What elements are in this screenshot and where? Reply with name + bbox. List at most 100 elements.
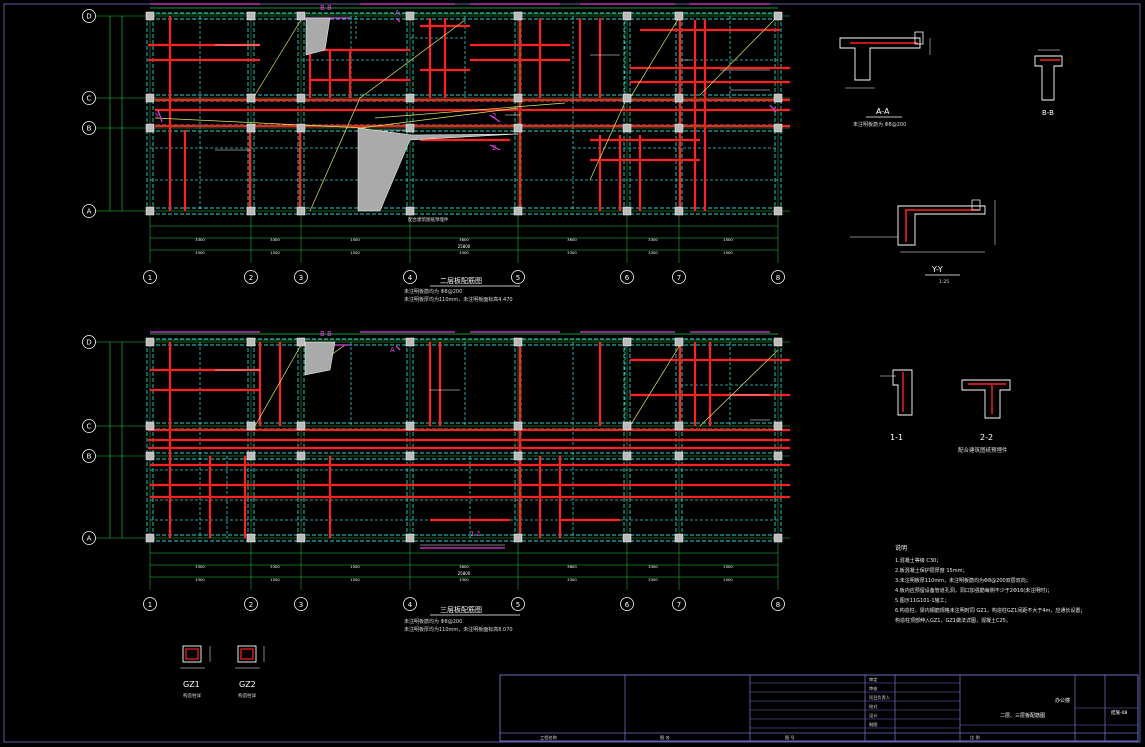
column: [145, 451, 155, 461]
dim-text: 1500: [350, 564, 360, 569]
column: [145, 11, 155, 21]
axis-number: 7: [677, 274, 681, 282]
column: [773, 533, 783, 543]
section-marker-label: Y: [771, 106, 777, 114]
dim-total: 25800: [458, 571, 471, 576]
title-block-cell-label: 比 例: [970, 734, 980, 741]
axis-letter: A: [87, 208, 92, 216]
column: [296, 337, 306, 347]
column-gz2-detail: [235, 645, 265, 669]
section-marker-label: Y: [154, 112, 160, 120]
title-block-row-label: 项目负责人: [869, 694, 891, 701]
dim-text: 1500: [350, 237, 360, 242]
title-block-bottom-cells: 工程名称图 名图 号比 例: [540, 734, 980, 741]
dim-text: 1500: [350, 250, 360, 255]
column: [674, 11, 684, 21]
axis-number: 5: [516, 601, 520, 609]
axis-letter: B: [87, 453, 92, 461]
column: [246, 123, 256, 133]
column-gz1-sub: 构造柱详: [183, 692, 201, 699]
axis-bubble: [82, 335, 96, 349]
axis-number: 3: [299, 274, 303, 282]
axis-letter: D: [86, 339, 91, 347]
dim-text: 1500: [723, 564, 733, 569]
axis-bubble: [403, 270, 417, 284]
drawing-frame: [3, 3, 1141, 743]
hatched-opening: [305, 17, 331, 56]
column: [246, 421, 256, 431]
section-marker-label: A: [390, 346, 395, 354]
column: [513, 533, 523, 543]
title-block-row-label: 校对: [869, 703, 877, 710]
leader-line: [629, 15, 681, 99]
column: [622, 93, 632, 103]
column: [773, 93, 783, 103]
dim-text: 3300: [567, 250, 577, 255]
section-2-2-note: 配合建筑图纸预埋件: [958, 446, 1008, 454]
column: [773, 206, 783, 216]
column: [296, 206, 306, 216]
note-item: 6.构造柱、梁内钢筋规格未注明时同 GZ1，构造柱GZ1间距不大于4m，应通长设…: [895, 607, 1085, 614]
axis-number: 1: [148, 274, 152, 282]
column: [674, 206, 684, 216]
axis-number: 2: [249, 274, 253, 282]
column: [296, 123, 306, 133]
plan1-note1: 未注明板筋均为 Φ8@200: [404, 288, 462, 295]
column: [773, 451, 783, 461]
axis-bubble: [244, 270, 258, 284]
notes-heading: 说明: [895, 544, 907, 552]
column: [405, 451, 415, 461]
dim-text: 3300: [459, 250, 469, 255]
dim-text: 1500: [723, 577, 733, 582]
section-mark: [489, 114, 501, 123]
section-a-a-detail: [839, 31, 931, 89]
axis-number: 7: [677, 601, 681, 609]
dim-text: 3600: [459, 564, 469, 569]
title-block-project: 办公楼: [1055, 697, 1070, 704]
column: [145, 123, 155, 133]
column-gz1-label: GZ1: [183, 680, 200, 689]
notes-list: 1.混凝土等级 C30；2.板混凝土保护层厚度 15mm；3.未注明板厚110m…: [895, 557, 1085, 624]
axis-letter: A: [87, 535, 92, 543]
column-gz2-sub: 构造柱详: [238, 692, 256, 699]
column: [405, 206, 415, 216]
axis-number: 8: [776, 274, 780, 282]
column-gz1-detail: [180, 645, 211, 669]
column: [622, 451, 632, 461]
leader-line: [629, 344, 681, 427]
note-item: 构造柱顶部伸入GZ1，GZ1做法详图，混凝土C25。: [895, 617, 1011, 624]
axis-number: 3: [299, 601, 303, 609]
axis-letter: C: [87, 423, 92, 431]
note-item: 3.未注明板厚110mm，未注明板筋均为Φ8@200双层双向；: [895, 577, 1031, 584]
axis-bubble: [143, 597, 157, 611]
dim-total: 25800: [458, 244, 471, 249]
leader-line: [254, 344, 302, 427]
column: [296, 93, 306, 103]
axis-bubble: [771, 597, 785, 611]
column: [674, 451, 684, 461]
column: [296, 533, 306, 543]
column: [674, 123, 684, 133]
axis-letter: C: [87, 95, 92, 103]
plan1-tag: 配合建筑图纸预埋件: [408, 216, 449, 223]
plan1-note2: 未注明板厚均为110mm，未注明板面标高4.470: [404, 296, 513, 303]
axis-bubble: [294, 597, 308, 611]
column: [674, 337, 684, 347]
leader-line: [374, 102, 566, 119]
column: [773, 123, 783, 133]
section-1-1-detail: [880, 369, 913, 416]
column: [246, 206, 256, 216]
column: [145, 421, 155, 431]
section-mark: [157, 109, 163, 123]
column: [622, 533, 632, 543]
title-block-sheet-number: 结施-08: [1111, 709, 1127, 716]
title-block-row-label: 制图: [869, 721, 877, 728]
title-block-row-label: 设计: [869, 712, 877, 719]
dim-text: 3300: [270, 237, 280, 242]
section-y-y-label: Y-Y: [931, 265, 943, 274]
axis-bubble: [511, 270, 525, 284]
dim-text: 3600: [567, 564, 577, 569]
column: [674, 93, 684, 103]
